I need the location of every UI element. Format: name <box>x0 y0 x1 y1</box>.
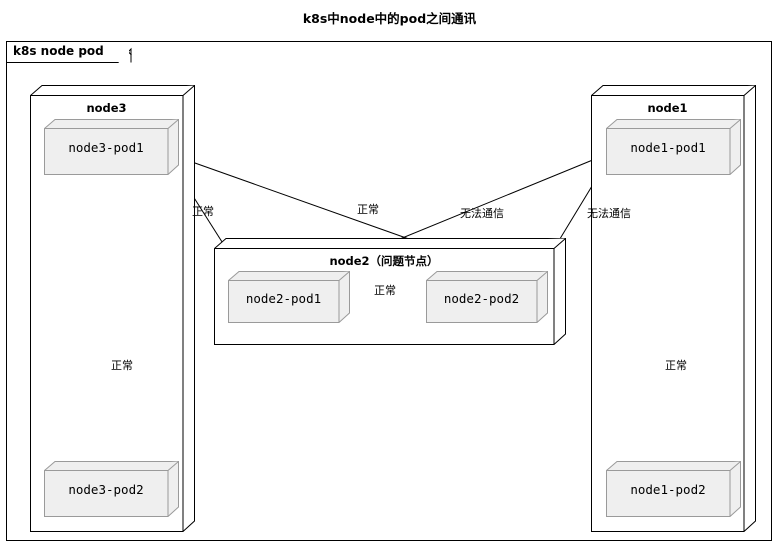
node1-3d-outline <box>591 85 756 532</box>
pod-node1-pod1[interactable]: node1-pod1 <box>606 119 741 175</box>
package-frame <box>6 41 772 541</box>
node3-pod1-3d-outline <box>44 119 179 175</box>
node3-pod2-3d-outline <box>44 461 179 517</box>
edge-label-center-cross: 正常 <box>357 203 379 216</box>
package-tab-label: k8s node pod <box>13 44 104 58</box>
pod-node2-pod2[interactable]: node2-pod2 <box>426 271 548 323</box>
node-container-node1[interactable]: node1 <box>591 85 756 532</box>
edge-label-node2-internal: 正常 <box>374 284 396 297</box>
package-tab <box>6 41 129 62</box>
node2-title: node2（问题节点） <box>329 254 439 268</box>
node1-pod2-3d-outline <box>606 461 741 517</box>
pod-node3-pod2[interactable]: node3-pod2 <box>44 461 179 517</box>
node-container-node3[interactable]: node3 <box>30 85 195 532</box>
edge-label-far-right-cross: 无法通信 <box>587 207 631 220</box>
edge-label-right-cross: 无法通信 <box>460 207 504 220</box>
node3-3d-outline <box>30 85 195 532</box>
node2-pod1-3d-outline <box>228 271 350 323</box>
page-title: k8s中node中的pod之间通讯 <box>302 11 477 26</box>
node3-title: node3 <box>86 101 127 115</box>
pod-node1-pod2[interactable]: node1-pod2 <box>606 461 741 517</box>
node2-pod2-3d-outline <box>426 271 548 323</box>
node1-title: node1 <box>647 101 688 115</box>
pod-node3-pod1[interactable]: node3-pod1 <box>44 119 179 175</box>
pod-node2-pod1[interactable]: node2-pod1 <box>228 271 350 323</box>
edge-label-node1-internal: 正常 <box>665 359 687 372</box>
node1-pod1-3d-outline <box>606 119 741 175</box>
edge-label-left-cross: 正常 <box>192 205 214 218</box>
edge-label-node3-internal: 正常 <box>111 359 133 372</box>
